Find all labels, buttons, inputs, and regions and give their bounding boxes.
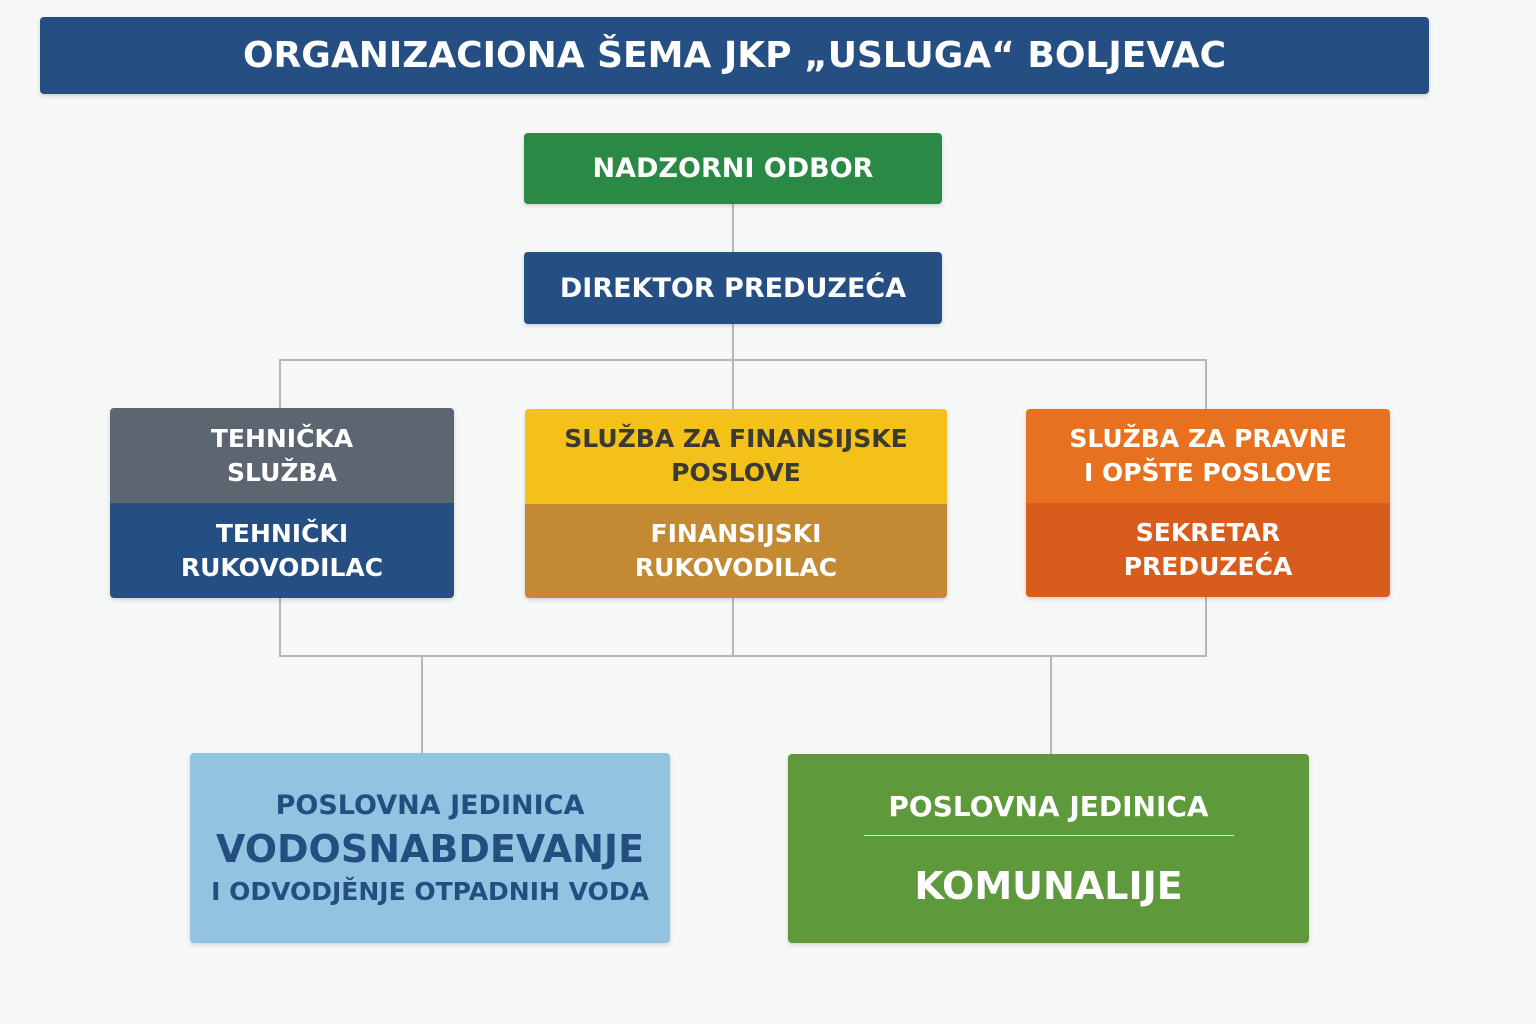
connector — [732, 323, 734, 409]
board-label: NADZORNI ODBOR — [592, 153, 874, 184]
finance-dept: SLUŽBA ZA FINANSIJSKE POSLOVE FINANSIJSK… — [525, 409, 947, 598]
legal-dept: SLUŽBA ZA PRAVNE I OPŠTE POSLOVE SEKRETA… — [1026, 409, 1390, 597]
unit-communal: POSLOVNA JEDINICA KOMUNALIJE — [788, 754, 1309, 943]
connector — [279, 359, 281, 409]
technical-dept: TEHNIČKA SLUŽBA TEHNIČKI RUKOVODILAC — [110, 408, 454, 598]
connector — [279, 655, 1207, 657]
title-text: ORGANIZACIONA ŠEMA JKP „USLUGA“ BOLJEVAC — [242, 35, 1227, 76]
unit-water: POSLOVNA JEDINICA VODOSNABDEVANJE I ODVO… — [190, 753, 670, 943]
director-label: DIREKTOR PREDUZEĆA — [559, 272, 907, 304]
connector — [279, 597, 281, 657]
unit-sub: I ODVODJĚNJE OTPADNIH VODA — [211, 877, 649, 906]
chart-title: ORGANIZACIONA ŠEMA JKP „USLUGA“ BOLJEVAC — [40, 17, 1429, 94]
head-label: FINANSIJSKI RUKOVODILAC — [525, 503, 947, 598]
connector — [421, 655, 423, 753]
connector — [279, 359, 1207, 361]
connector — [732, 597, 734, 657]
unit-label: POSLOVNA JEDINICA — [275, 790, 585, 821]
head-label: TEHNIČKI RUKOVODILAC — [110, 503, 454, 598]
connector — [732, 203, 734, 253]
unit-name: KOMUNALIJE — [914, 863, 1183, 908]
connector — [1205, 597, 1207, 657]
unit-name: VODOSNABDEVANJE — [215, 827, 645, 871]
unit-label: POSLOVNA JEDINICA — [863, 790, 1234, 836]
director-box: DIREKTOR PREDUZEĆA — [524, 252, 942, 324]
service-label: SLUŽBA ZA FINANSIJSKE POSLOVE — [525, 409, 947, 504]
connector — [1205, 359, 1207, 409]
head-label: SEKRETAR PREDUZEĆA — [1026, 503, 1390, 597]
service-label: TEHNIČKA SLUŽBA — [110, 408, 454, 503]
board-box: NADZORNI ODBOR — [524, 133, 942, 204]
connector — [1050, 655, 1052, 754]
service-label: SLUŽBA ZA PRAVNE I OPŠTE POSLOVE — [1026, 409, 1390, 503]
